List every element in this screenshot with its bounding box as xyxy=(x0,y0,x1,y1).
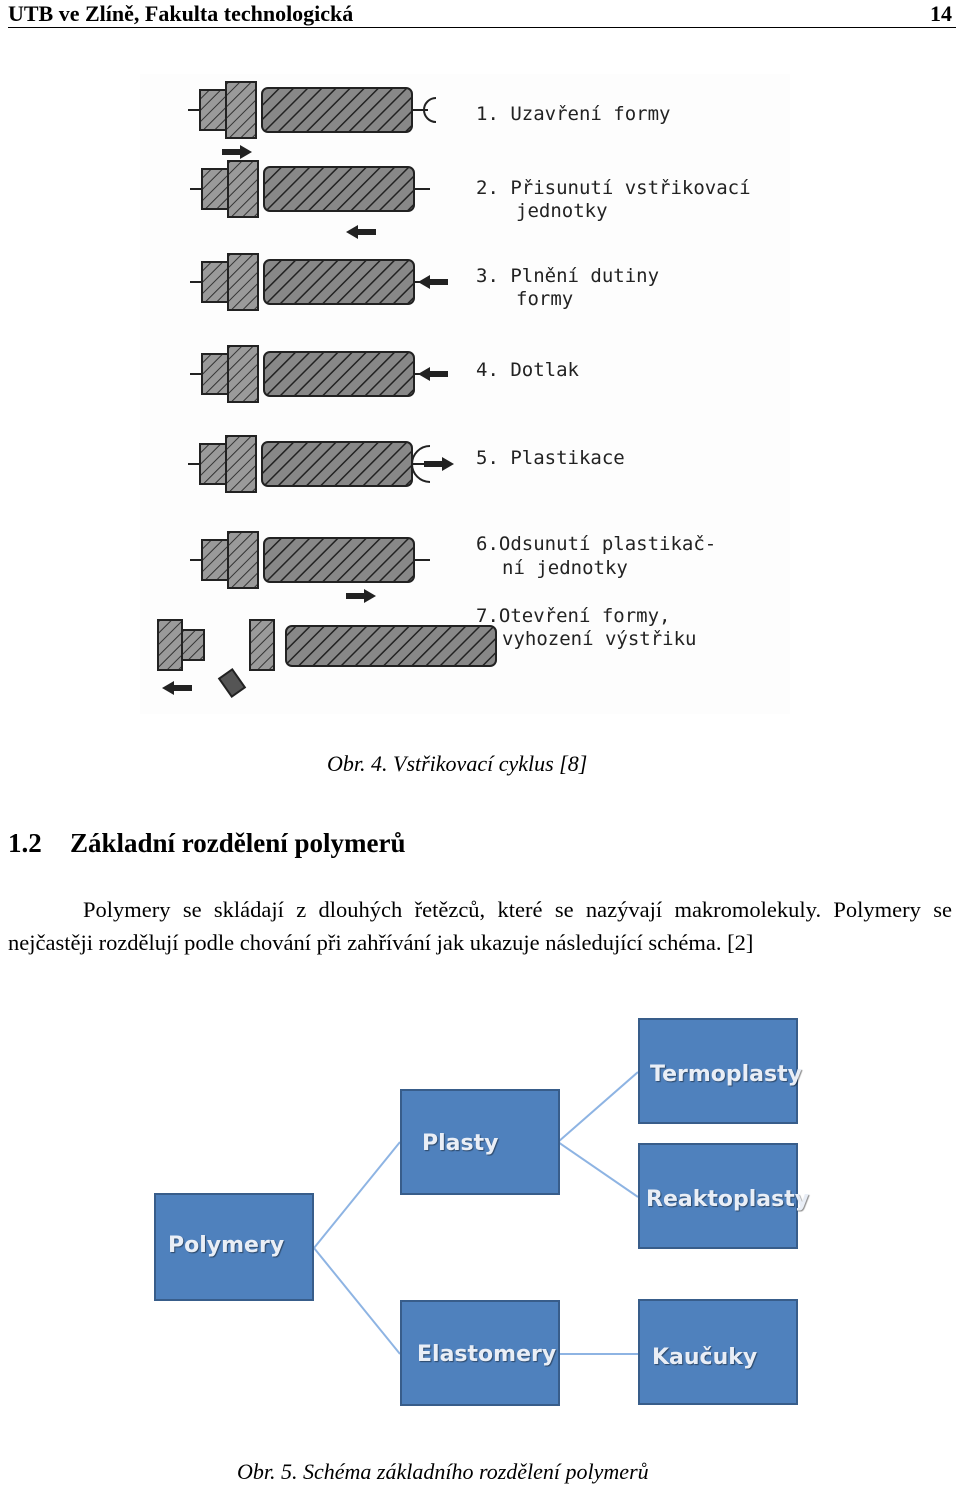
node-kaucuky-label: Kaučuky xyxy=(652,1345,758,1370)
connector-polymery-plasty xyxy=(313,1141,401,1249)
connector-plasty-termoplasty xyxy=(557,1071,639,1143)
node-plasty: Plasty xyxy=(400,1089,560,1195)
paragraph-text: Polymery se skládají z dlouhých řetězců,… xyxy=(8,897,952,955)
step-5-label: 5. Plastikace xyxy=(476,447,625,469)
step-1-label: 1. Uzavření formy xyxy=(476,103,670,125)
step-3-label: 3. Plnění dutiny xyxy=(476,265,659,287)
section-number: 1.2 xyxy=(8,828,42,858)
node-reaktoplasty-label: Reaktoplasty xyxy=(646,1187,810,1212)
step-2-label-cont: jednotky xyxy=(516,200,608,222)
header-institution: UTB ve Zlíně, Fakulta technologická xyxy=(8,1,354,26)
node-termoplasty-label: Termoplasty xyxy=(650,1062,802,1087)
connector-plasty-reaktoplasty xyxy=(557,1141,639,1198)
injection-cycle-drawing: 1. Uzavření formy 2. Přisunutí vstřikova… xyxy=(140,74,790,714)
node-plasty-label: Plasty xyxy=(422,1131,499,1156)
step-6-label-cont: ní jednotky xyxy=(502,557,628,579)
node-kaucuky: Kaučuky xyxy=(638,1299,798,1405)
node-polymery: Polymery xyxy=(154,1193,314,1301)
node-reaktoplasty: Reaktoplasty xyxy=(638,1143,809,1249)
step-2-label: 2. Přisunutí vstřikovací xyxy=(476,177,751,199)
figure-4-caption: Obr. 4. Vstřikovací cyklus [8] xyxy=(327,751,588,776)
running-header: UTB ve Zlíně, Fakulta technologická 14 xyxy=(8,0,956,28)
node-polymery-label: Polymery xyxy=(168,1233,285,1258)
step-6-label: 6.Odsunutí plastikač- xyxy=(476,533,716,555)
node-elastomery: Elastomery xyxy=(400,1300,560,1406)
node-elastomery-label: Elastomery xyxy=(417,1342,557,1367)
node-termoplasty: Termoplasty xyxy=(638,1018,802,1124)
figure-5-caption: Obr. 5. Schéma základního rozdělení poly… xyxy=(237,1459,649,1484)
step-4-label: 4. Dotlak xyxy=(476,359,580,381)
step-3-label-cont: formy xyxy=(516,288,573,310)
step-7-label: 7.Otevření formy, xyxy=(476,605,670,627)
body-paragraph: Polymery se skládají z dlouhých řetězců,… xyxy=(8,893,952,959)
step-7-label-cont: vyhození výstřiku xyxy=(502,628,696,650)
injection-cycle-figure: 1. Uzavření formy 2. Přisunutí vstřikova… xyxy=(140,74,790,714)
section-heading: 1.2 Základní rozdělení polymerů xyxy=(8,828,406,859)
page-number: 14 xyxy=(930,1,952,26)
connector-polymery-elastomery xyxy=(313,1247,401,1355)
section-title: Základní rozdělení polymerů xyxy=(70,828,406,858)
